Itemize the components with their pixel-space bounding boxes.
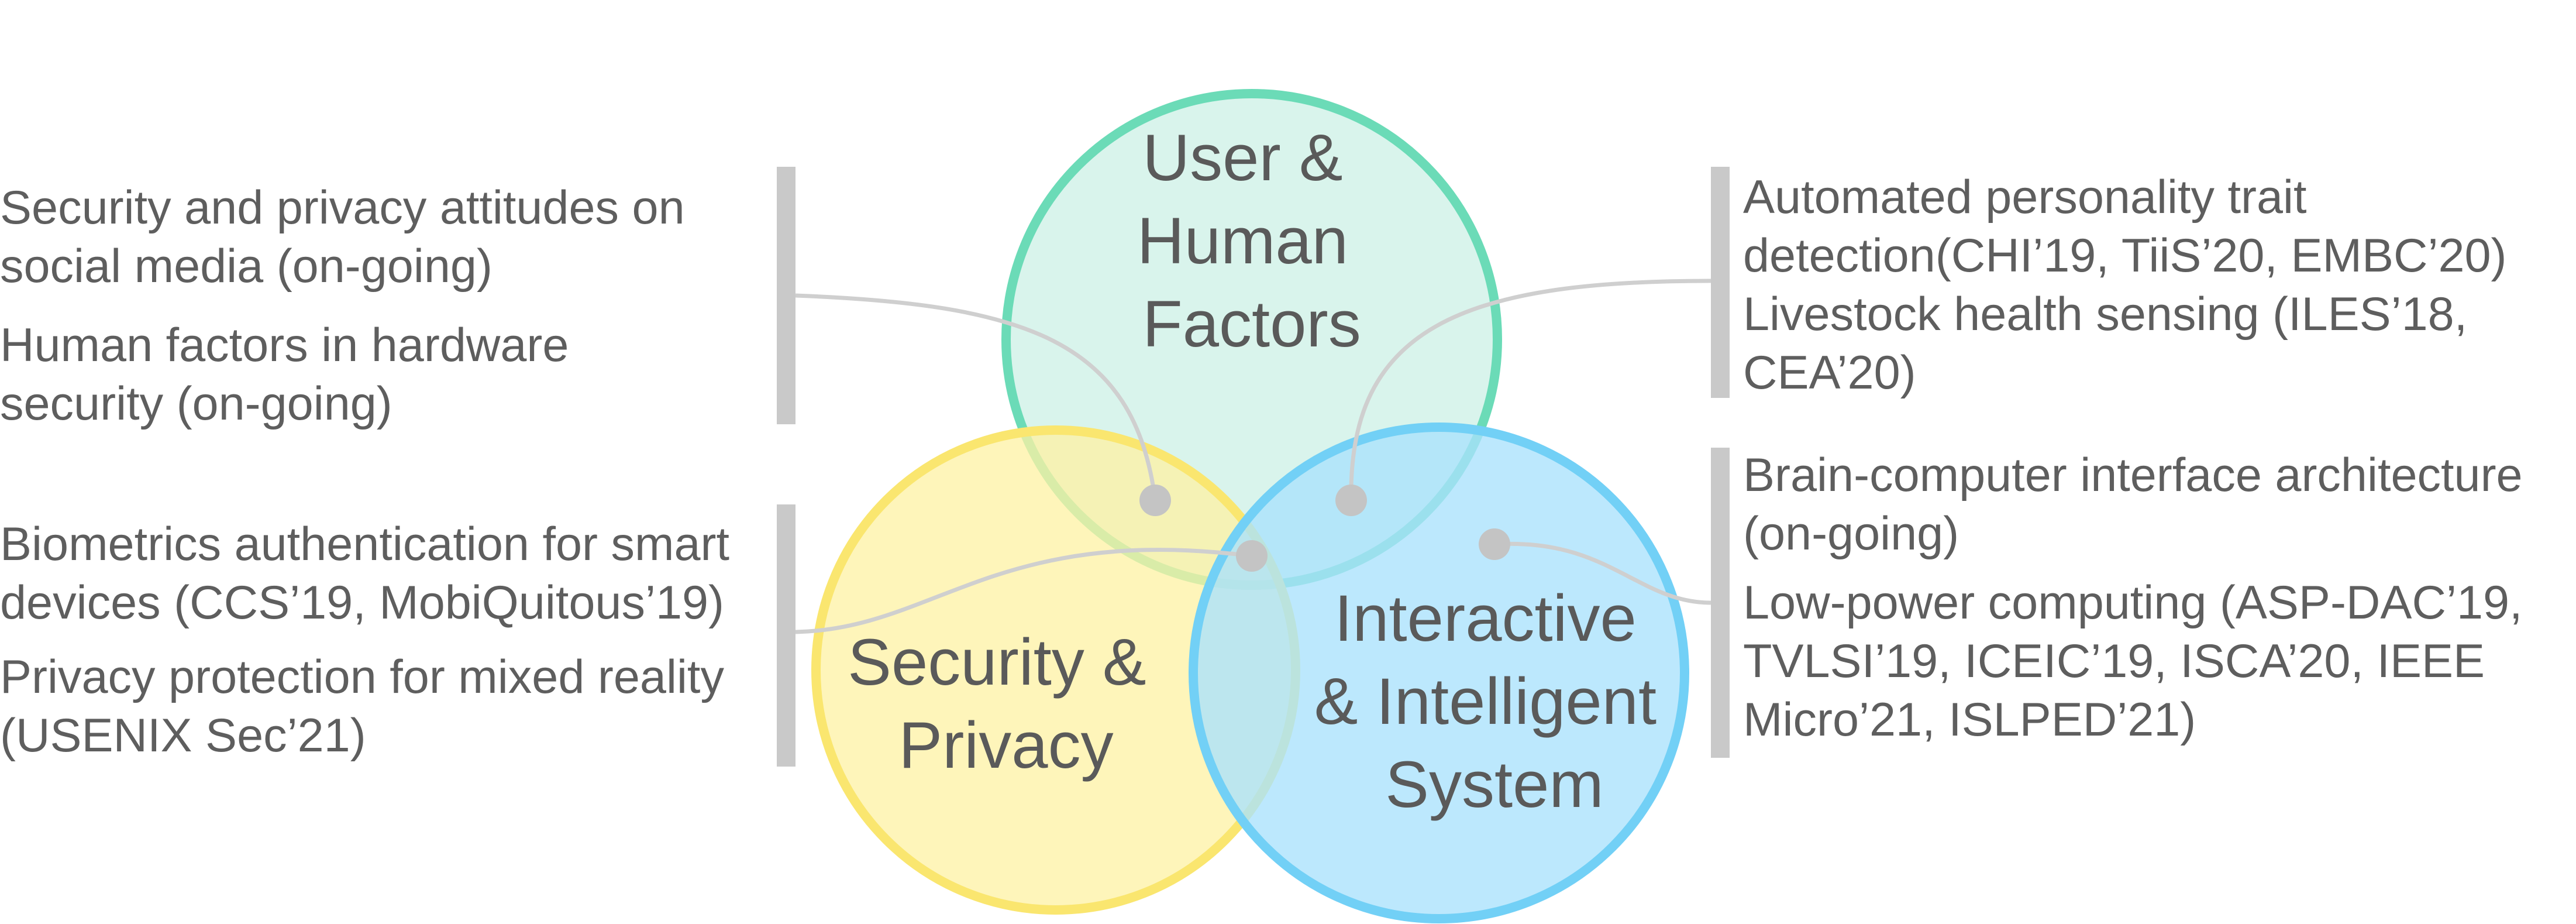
bar-top-left [777,167,795,424]
bar-bottom-left [777,504,795,767]
label-line: & Intelligent [1314,665,1657,738]
label-security-privacy: Security & Privacy [848,626,1165,782]
note-line: (USENIX Sec’21) [0,709,366,762]
note-personality-trait: Automated personality trait detection(CH… [1743,168,2507,285]
dot-center [1236,540,1268,572]
note-line: (on-going) [1743,507,1959,560]
label-line: Interactive [1334,582,1637,655]
connector-dots [1139,485,1510,572]
connector-bottom-right [1497,541,1711,605]
note-line: CEA’20) [1743,346,1916,399]
note-low-power: Low-power computing (ASP-DAC’19, TVLSI’1… [1743,573,2523,749]
label-line: System [1385,748,1603,821]
note-mixed-reality: Privacy protection for mixed reality (US… [0,648,724,765]
note-line: Privacy protection for mixed reality [0,651,724,703]
note-line: Livestock health sensing (ILES’18, [1743,288,2468,341]
bar-top-right [1711,167,1730,398]
note-line: Biometrics authentication for smart [0,518,729,571]
label-user-human-factors: User & Human Factors [1137,121,1366,360]
note-line: devices (CCS’19, MobiQuitous’19) [0,576,725,629]
note-line: TVLSI’19, ICEIC’19, ISCA’20, IEEE [1743,635,2485,688]
dot-top-left [1139,485,1171,516]
note-biometrics: Biometrics authentication for smart devi… [0,515,729,632]
note-line: social media (on-going) [0,240,493,293]
note-bci-architecture: Brain-computer interface architecture (o… [1743,446,2523,563]
dot-top-right [1335,485,1367,516]
label-line: Factors [1142,287,1361,360]
label-line: Security & [848,626,1146,699]
label-line: Privacy [898,709,1113,782]
bar-bottom-right [1711,448,1730,758]
note-line: Automated personality trait [1743,171,2307,224]
note-line: detection(CHI’19, TiiS’20, EMBC’20) [1743,229,2507,282]
label-line: Human [1137,204,1348,277]
connector-top-left [795,293,1158,501]
note-line: Brain-computer interface architecture [1743,449,2523,501]
connector-top-right [1349,279,1711,501]
connectors [795,279,1711,634]
label-interactive-intelligent-system: Interactive & Intelligent System [1314,582,1675,821]
note-line: Security and privacy attitudes on [0,181,685,234]
note-social-media: Security and privacy attitudes on social… [0,178,685,296]
note-line: security (on-going) [0,377,392,430]
dot-right [1479,528,1510,560]
label-line: User & [1142,121,1342,194]
note-hardware-security: Human factors in hardware security (on-g… [0,316,569,433]
note-livestock: Livestock health sensing (ILES’18, CEA’2… [1743,285,2467,402]
note-line: Micro’21, ISLPED’21) [1743,693,2196,746]
note-line: Low-power computing (ASP-DAC’19, [1743,576,2523,629]
note-line: Human factors in hardware [0,319,569,372]
connector-bottom-left [795,548,1252,634]
